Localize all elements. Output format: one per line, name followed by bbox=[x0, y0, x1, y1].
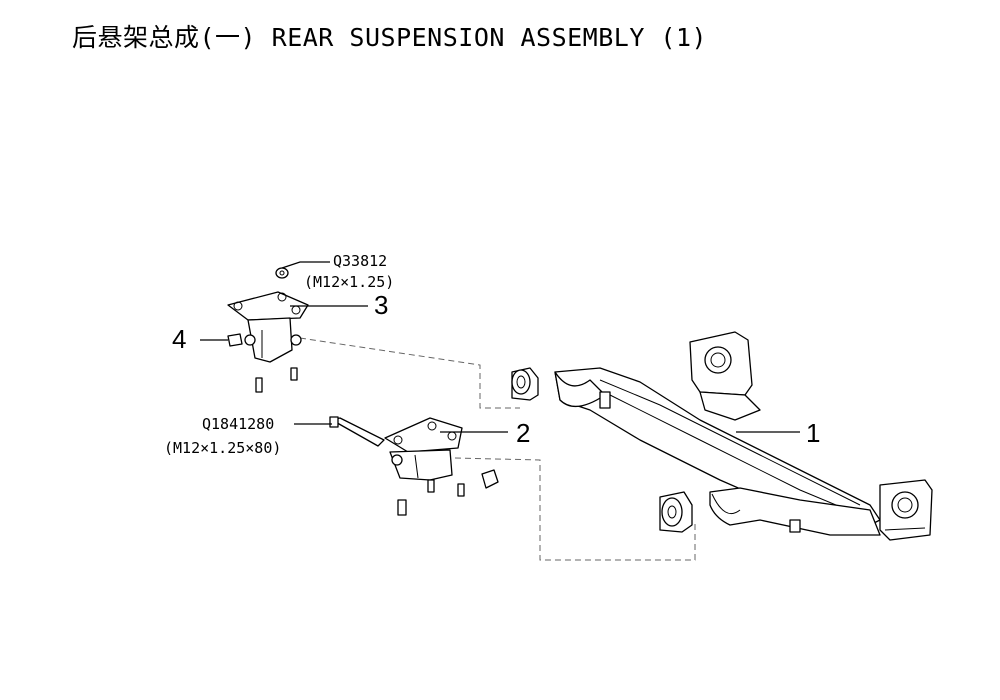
bolt-q1841280 bbox=[329, 416, 385, 447]
bolt-thread-spec: (M12×1.25×80) bbox=[164, 439, 281, 457]
upper-bushing bbox=[511, 367, 539, 401]
lower-bushing bbox=[659, 491, 693, 533]
rear-axle-beam bbox=[554, 331, 933, 541]
leader-lines bbox=[200, 261, 800, 433]
assembly-guide-lines bbox=[299, 337, 696, 561]
callout-2: 2 bbox=[516, 418, 530, 448]
nut-part-number: Q33812 bbox=[333, 252, 387, 270]
callout-3: 3 bbox=[374, 290, 388, 320]
bolt-part-number: Q1841280 bbox=[202, 415, 274, 433]
lower-fasteners bbox=[397, 469, 499, 516]
bolt-part-4 bbox=[227, 333, 298, 393]
lower-mounting-bracket bbox=[384, 417, 463, 481]
upper-mounting-bracket bbox=[227, 291, 309, 363]
callout-4: 4 bbox=[172, 324, 186, 354]
nut-thread-spec: (M12×1.25) bbox=[304, 273, 394, 291]
page-title: 后悬架总成(一) REAR SUSPENSION ASSEMBLY (1) bbox=[72, 23, 708, 52]
callout-1: 1 bbox=[806, 418, 820, 448]
washer-q33812 bbox=[275, 267, 289, 279]
